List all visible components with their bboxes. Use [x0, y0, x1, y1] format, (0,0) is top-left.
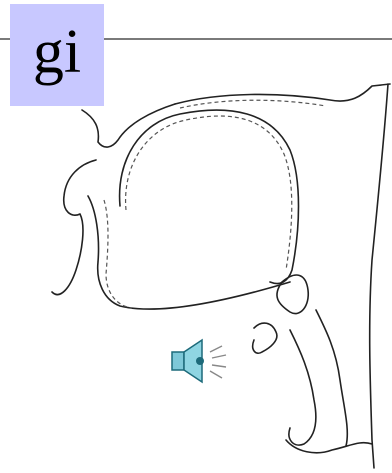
jaw-dashed-outline — [104, 200, 132, 308]
lower-jaw-outline — [88, 196, 290, 309]
lips-outline — [52, 160, 96, 295]
speaker-icon[interactable] — [172, 340, 226, 382]
epiglottis-outline — [277, 275, 308, 314]
pharynx-wall — [370, 84, 388, 468]
palate-dashed-outline — [180, 100, 326, 108]
larynx-outline — [253, 323, 277, 353]
syllable-label: gi — [33, 21, 81, 83]
syllable-label-box: gi — [10, 4, 104, 106]
palate-outline — [175, 84, 390, 104]
trachea-back — [316, 310, 347, 446]
upper-lip-outline — [82, 104, 175, 147]
lower-throat — [286, 440, 372, 453]
trachea-front — [289, 330, 316, 445]
tongue-dashed-outline — [126, 116, 292, 270]
